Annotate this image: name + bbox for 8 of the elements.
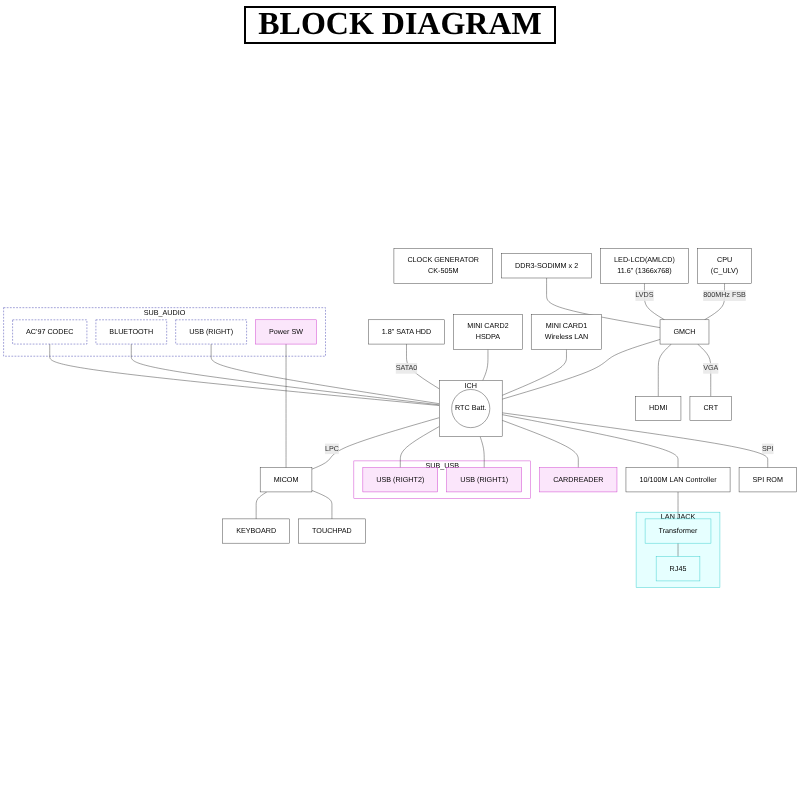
- connector: [131, 343, 440, 406]
- connector: [406, 343, 440, 390]
- connector: [311, 417, 440, 470]
- connector: [285, 343, 287, 468]
- connector: [704, 283, 725, 321]
- connector: [644, 283, 665, 321]
- connector: [501, 420, 579, 468]
- title: BLOCK DIAGRAM: [244, 6, 556, 44]
